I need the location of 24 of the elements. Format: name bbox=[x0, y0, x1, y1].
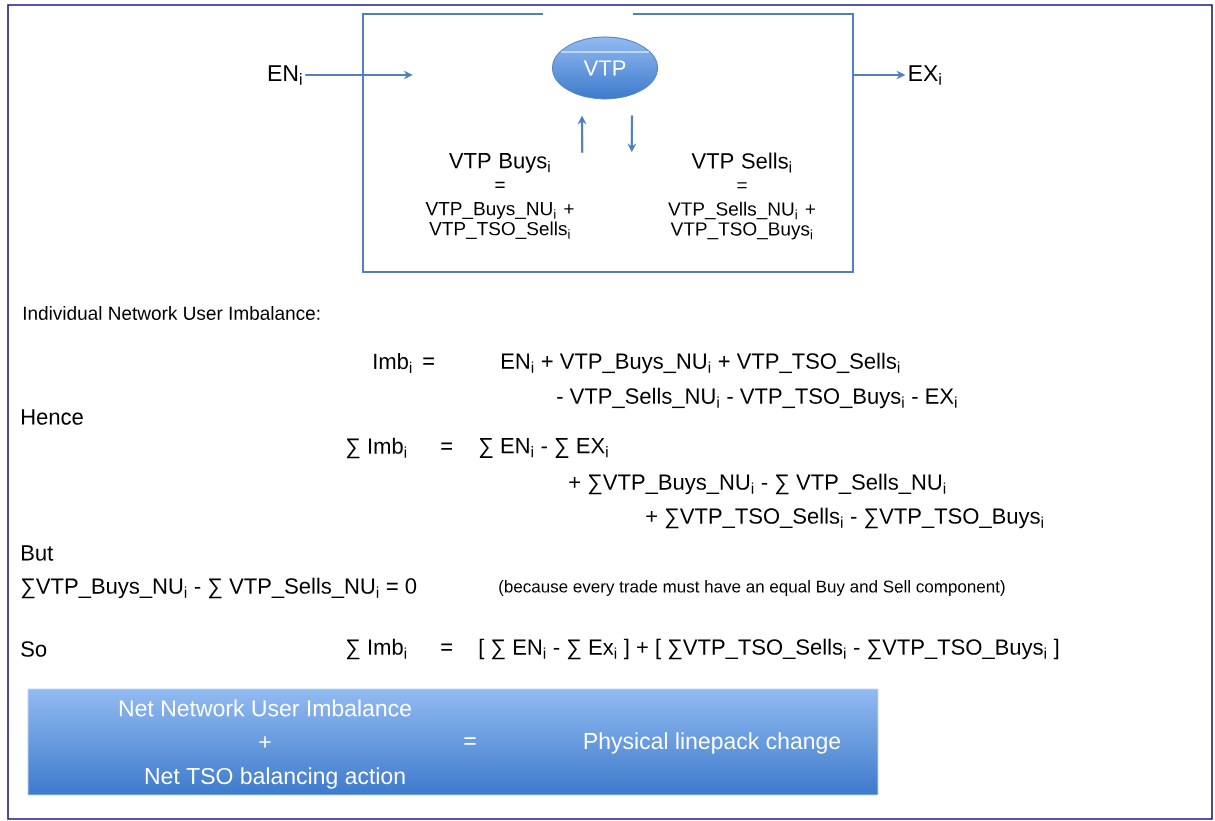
connective-word: But bbox=[22, 545, 54, 561]
equation-text: EN$_{i}$ + VTP_Buys_NU$_{i}$ + VTP_TSO_Sells$_{i}$ bbox=[502, 352, 900, 374]
equation-text: [ ∑ EN$_{i}$ - ∑ Ex$_{i}$ ] + [ ∑VTP_TSO_Sells$_{i}$ - ∑VTP_TSO_Buys$_{i}$ ] bbox=[479, 638, 1059, 660]
heading-text: Individual Network User Imbalance: bbox=[23, 306, 320, 320]
equation-text: ∑ EN$_{i}$ - ∑ EX$_{i}$ bbox=[479, 438, 608, 458]
note-text: (because every trade must have an equal Buy and Sell component) bbox=[499, 580, 1005, 596]
result-box: Net Network User Imbalance + Net TSO balancing action = Physical linepack change bbox=[27, 688, 879, 796]
equation-text: + ∑VTP_Buys_NU$_{i}$ - ∑ VTP_Sells_NU$_{i}$ bbox=[569, 473, 946, 495]
equation-text: ∑VTP_Buys_NU$_{i}$ - ∑ VTP_Sells_NU$_{i}$ = 0 bbox=[21, 577, 417, 599]
formula-text: VTP Buys$_{i}$ = VTP_Buys_NU$_{i}$ + VTP_TSO_Sells$_{i}$ bbox=[425, 153, 574, 239]
connective-word: So bbox=[21, 641, 47, 657]
formula-text: VTP Sells$_{i}$ = VTP_Sells_NU$_{i}$ + VTP_TSO_Buys$_{i}$ bbox=[668, 152, 815, 240]
equation-text: = bbox=[441, 643, 452, 651]
connective-word: Hence bbox=[22, 409, 83, 425]
equation-text: - VTP_Sells_NU$_{i}$ - VTP_TSO_Buys$_{i}$ - EX$_{i}$ bbox=[557, 387, 957, 409]
equation-text: + ∑VTP_TSO_Sells$_{i}$ - ∑VTP_TSO_Buys$_{i}$ bbox=[646, 507, 1043, 529]
equation-text: ∑ Imb$_{i}$ bbox=[346, 437, 407, 459]
flow-label: EN$_{i}$ bbox=[268, 65, 302, 85]
system-boundary-box bbox=[362, 13, 854, 273]
equation-text: = bbox=[441, 442, 452, 450]
equation-text: = bbox=[423, 357, 434, 365]
equation-text: Imb$_{i}$ bbox=[374, 353, 412, 373]
flow-label: EX$_{i}$ bbox=[909, 65, 941, 85]
equation-text: ∑ Imb$_{i}$ bbox=[346, 638, 407, 660]
